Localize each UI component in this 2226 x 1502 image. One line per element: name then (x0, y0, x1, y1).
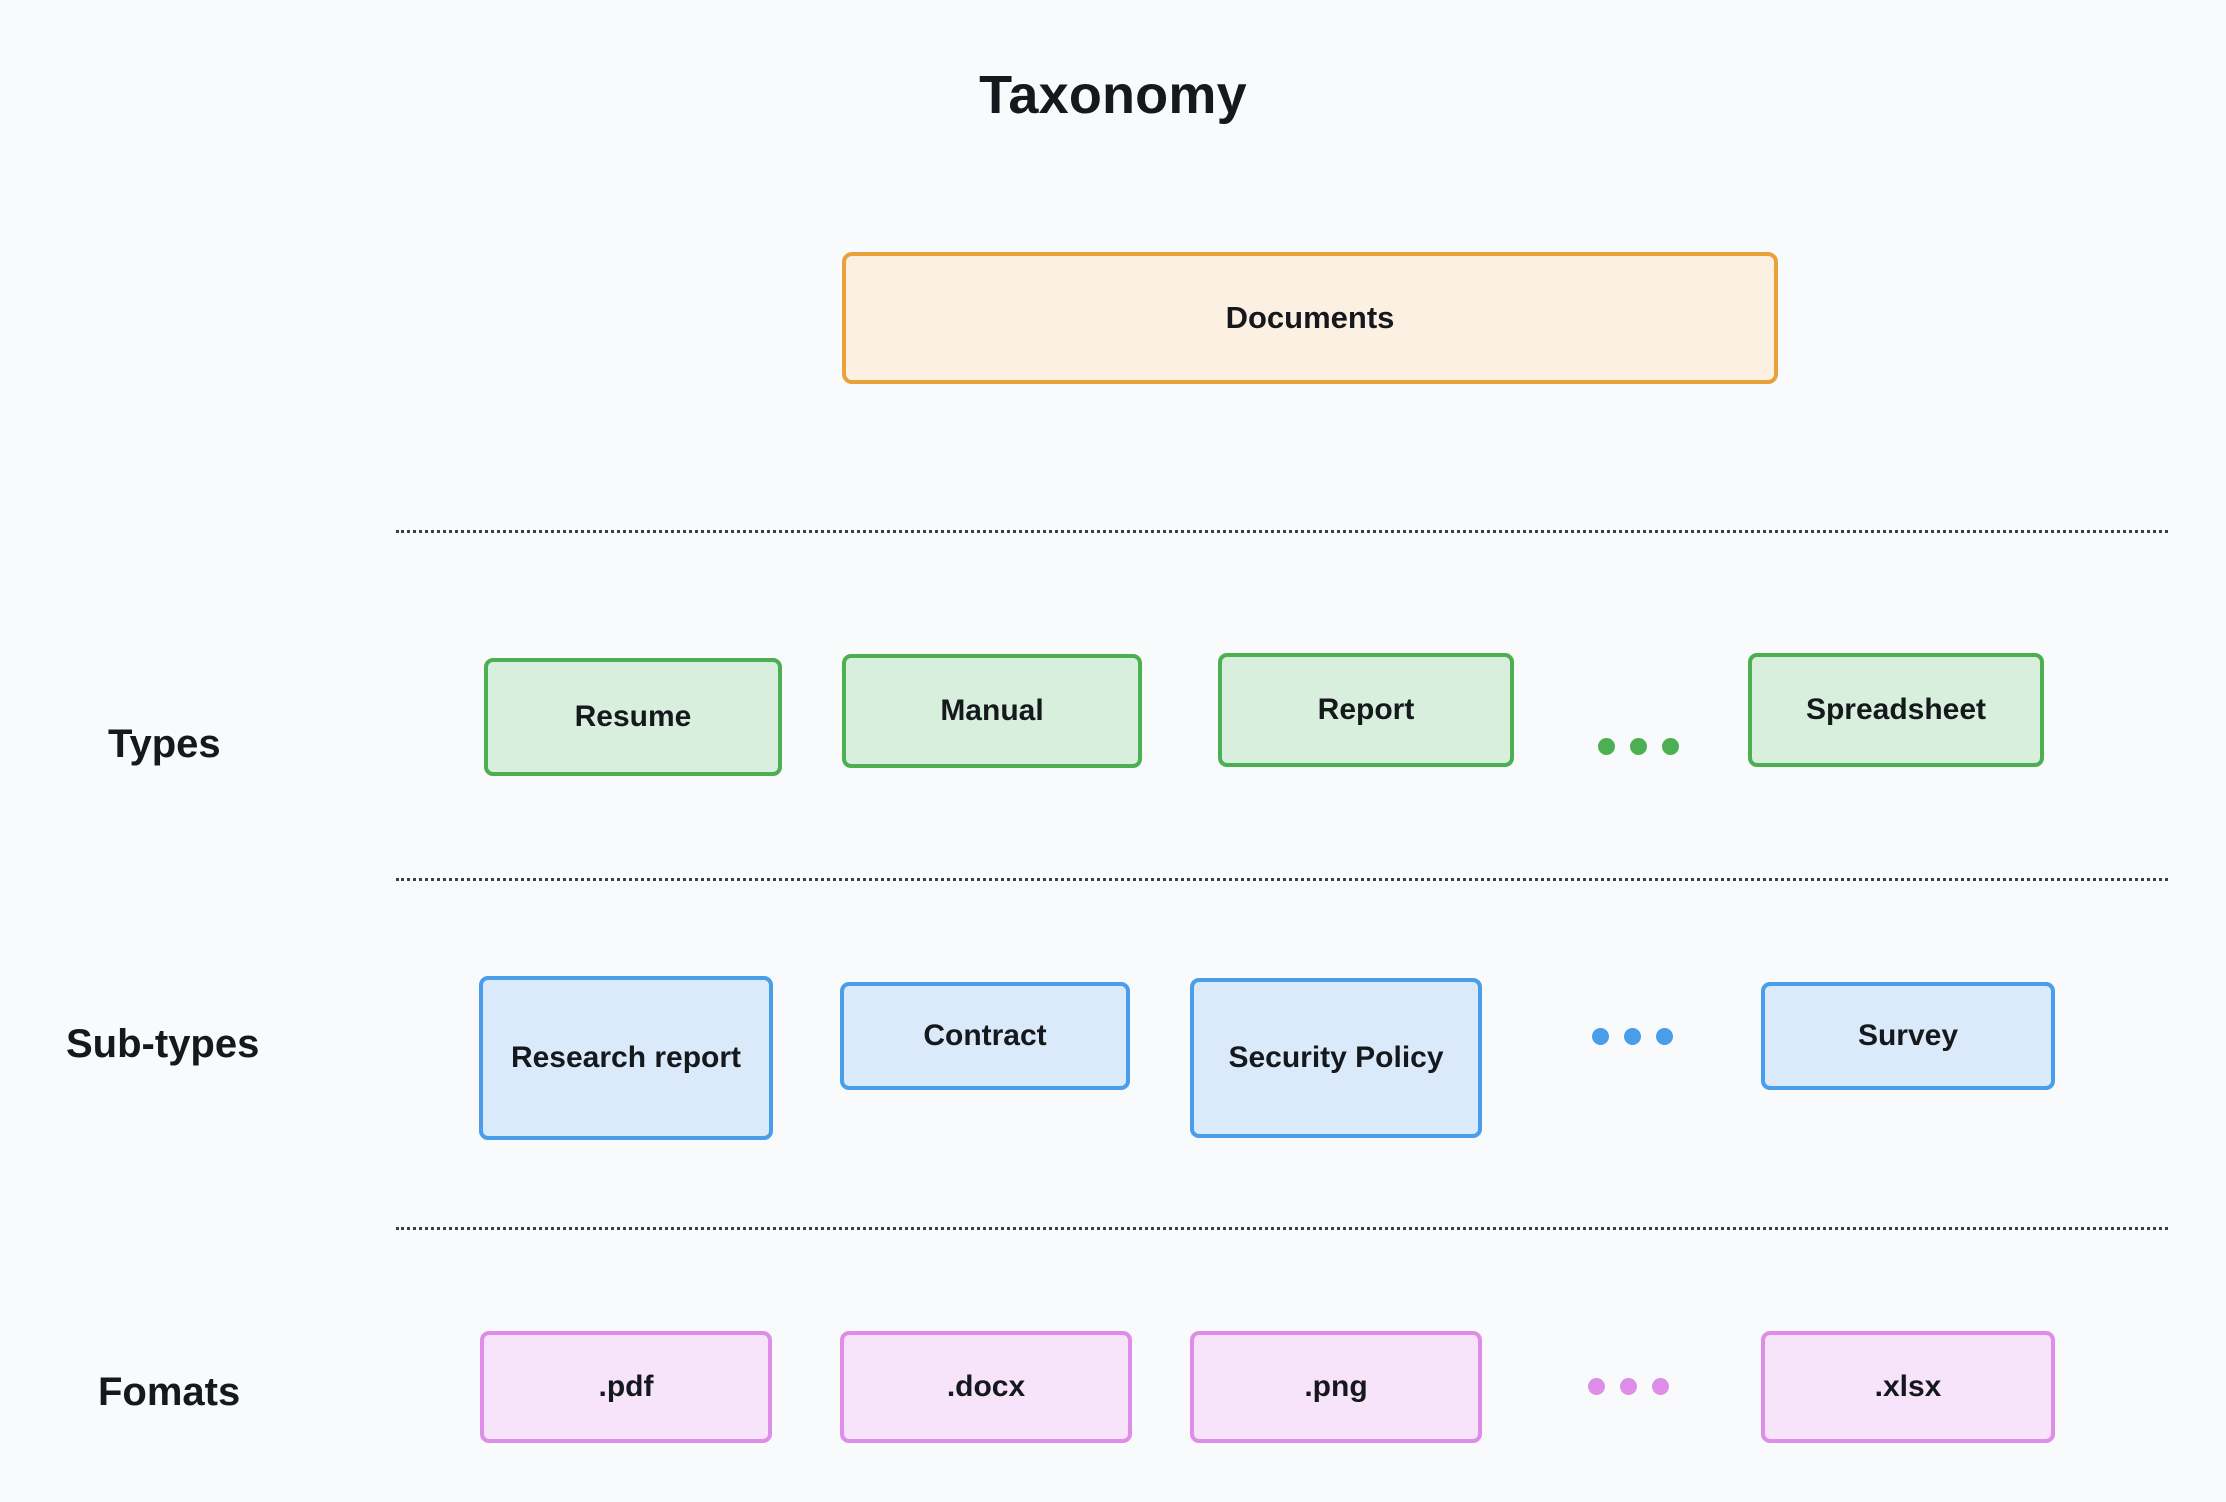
ellipsis-dot (1662, 738, 1679, 755)
node-research-report-label: Research report (510, 1041, 742, 1075)
ellipsis-dot (1630, 738, 1647, 755)
ellipsis-icon-types (1598, 738, 1679, 755)
node-documents-label: Documents (1225, 300, 1395, 335)
node-png-label: .png (1304, 1370, 1368, 1404)
node-spreadsheet-label: Spreadsheet (1805, 693, 1987, 727)
node-pdf: .pdf (480, 1331, 772, 1443)
node-manual-label: Manual (940, 694, 1044, 728)
node-research-report: Research report (479, 976, 773, 1140)
node-security-policy: Security Policy (1190, 978, 1482, 1138)
ellipsis-dot (1598, 738, 1615, 755)
ellipsis-dot (1652, 1378, 1669, 1395)
ellipsis-icon-formats (1588, 1378, 1669, 1395)
node-spreadsheet: Spreadsheet (1748, 653, 2044, 767)
node-security-policy-label: Security Policy (1228, 1041, 1444, 1075)
node-report-label: Report (1317, 693, 1415, 727)
ellipsis-dot (1592, 1028, 1609, 1045)
node-png: .png (1190, 1331, 1482, 1443)
node-survey: Survey (1761, 982, 2055, 1090)
node-resume-label: Resume (574, 700, 692, 734)
node-report: Report (1218, 653, 1514, 767)
ellipsis-dot (1624, 1028, 1641, 1045)
node-xlsx-label: .xlsx (1874, 1370, 1942, 1404)
ellipsis-dot (1588, 1378, 1605, 1395)
ellipsis-dot (1620, 1378, 1637, 1395)
node-survey-label: Survey (1857, 1019, 1959, 1053)
node-resume: Resume (484, 658, 782, 776)
node-documents: Documents (842, 252, 1778, 384)
ellipsis-icon-subtypes (1592, 1028, 1673, 1045)
ellipsis-dot (1656, 1028, 1673, 1045)
page-title: Taxonomy (979, 65, 1247, 125)
node-manual: Manual (842, 654, 1142, 768)
row-label-subtypes: Sub-types (66, 1022, 260, 1066)
node-pdf-label: .pdf (598, 1370, 654, 1404)
divider-above-types (396, 530, 2168, 533)
divider-above-formats (396, 1227, 2168, 1230)
node-contract: Contract (840, 982, 1130, 1090)
row-label-types: Types (108, 722, 221, 766)
node-xlsx: .xlsx (1761, 1331, 2055, 1443)
node-docx: .docx (840, 1331, 1132, 1443)
node-docx-label: .docx (946, 1370, 1026, 1404)
node-contract-label: Contract (923, 1019, 1047, 1053)
row-label-formats: Fomats (98, 1370, 241, 1414)
divider-above-subtypes (396, 878, 2168, 881)
